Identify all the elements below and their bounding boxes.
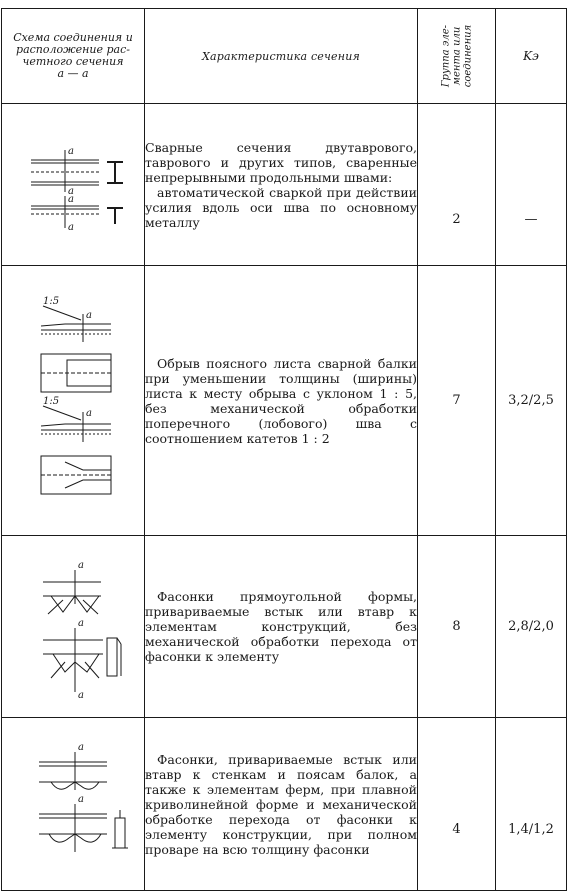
row-2-group-value: 7 (452, 393, 461, 408)
row-1-k: — (495, 103, 567, 266)
section-mark: a (78, 618, 84, 629)
header-characteristic: Характеристика сечения (144, 8, 418, 104)
section-mark: a (68, 146, 74, 157)
row-4-desc-1: Фасонки, привариваемые встык или втавр к… (145, 751, 417, 857)
row-2-k-value: 3,2/2,5 (508, 393, 554, 408)
schema-diagram-3: a a a (1, 535, 145, 718)
row-2-k: 3,2/2,5 (495, 265, 567, 536)
table-row: a a Фасонки, привариваемые встык или вта… (1, 717, 567, 891)
row-4-group-value: 4 (452, 821, 461, 837)
section-mark: a (78, 690, 84, 701)
row-1-k-value: — (524, 212, 538, 227)
section-mark: a (78, 794, 84, 805)
row-1-desc-1: Сварные сечения двутаврового, таврового … (145, 139, 417, 185)
curved-gusset-drawing: a a (39, 742, 128, 852)
row-3-description: Фасонки прямоугольной формы, привариваем… (144, 535, 418, 718)
slope-mark: 1:5 (43, 396, 59, 407)
schema-diagram-1: a a a a (1, 103, 145, 266)
section-characteristics-table: Схема соединения и расположение рас­четн… (1, 8, 567, 891)
row-3-group: 8 (417, 535, 496, 718)
row-1-group-value: 2 (452, 212, 461, 227)
slope-mark: 1:5 (43, 296, 59, 307)
row-2-description: Обрыв поясного листа сварной балки при у… (144, 265, 418, 536)
header-group: Группа эле­мента или соединения (417, 8, 496, 104)
header-schema-sub: а — а (57, 67, 89, 80)
section-mark: a (68, 186, 74, 197)
row-4-group: 4 (417, 717, 496, 891)
row-2-group: 7 (417, 265, 496, 536)
table-header-row: Схема соединения и расположение рас­четн… (1, 8, 567, 104)
row-2-desc-1: Обрыв поясного листа сварной балки при у… (145, 355, 417, 446)
row-1-description: Сварные сечения двутаврового, таврового … (144, 103, 418, 266)
row-4-k: 1,4/1,2 (495, 717, 567, 891)
section-mark: a (86, 310, 92, 321)
welded-section-drawing: a a a a (31, 146, 123, 233)
header-k: Kэ (495, 8, 567, 104)
section-mark: a (78, 560, 84, 571)
row-3-desc-1: Фасонки прямоугольной формы, привариваем… (145, 589, 417, 664)
row-1-group: 2 (417, 103, 496, 266)
row-4-k-value: 1,4/1,2 (508, 821, 554, 837)
gusset-plate-drawing: a a a (43, 560, 122, 701)
row-4-description: Фасонки, привариваемые встык или втавр к… (144, 717, 418, 891)
row-1-desc-2: автоматической сваркой при действии усил… (145, 184, 417, 230)
header-schema: Схема соединения и расположение рас­четн… (1, 8, 145, 104)
row-3-k-value: 2,8/2,0 (508, 619, 554, 634)
section-mark: a (78, 742, 84, 753)
header-k-text: Kэ (523, 49, 539, 63)
table-row: a a a a Сварные сечения двутаврового, та… (1, 103, 567, 266)
schema-diagram-4: a a (1, 717, 145, 891)
section-mark: a (68, 222, 74, 233)
schema-diagram-2: 1:5 a 1:5 a (1, 265, 145, 536)
table-row: 1:5 a 1:5 a Обрыв поясного листа сварной… (1, 265, 567, 536)
section-mark: a (68, 194, 74, 205)
section-mark: a (86, 408, 92, 419)
flange-cutoff-drawing: 1:5 a 1:5 a (40, 296, 112, 494)
header-schema-text: Схема соединения и расположение рас­четн… (13, 31, 133, 68)
header-group-text: Группа эле­мента или соединения (440, 24, 473, 88)
row-3-group-value: 8 (452, 619, 461, 634)
row-3-k: 2,8/2,0 (495, 535, 567, 718)
table-row: a a a Фасонки прямоугольной формы, прива… (1, 535, 567, 718)
